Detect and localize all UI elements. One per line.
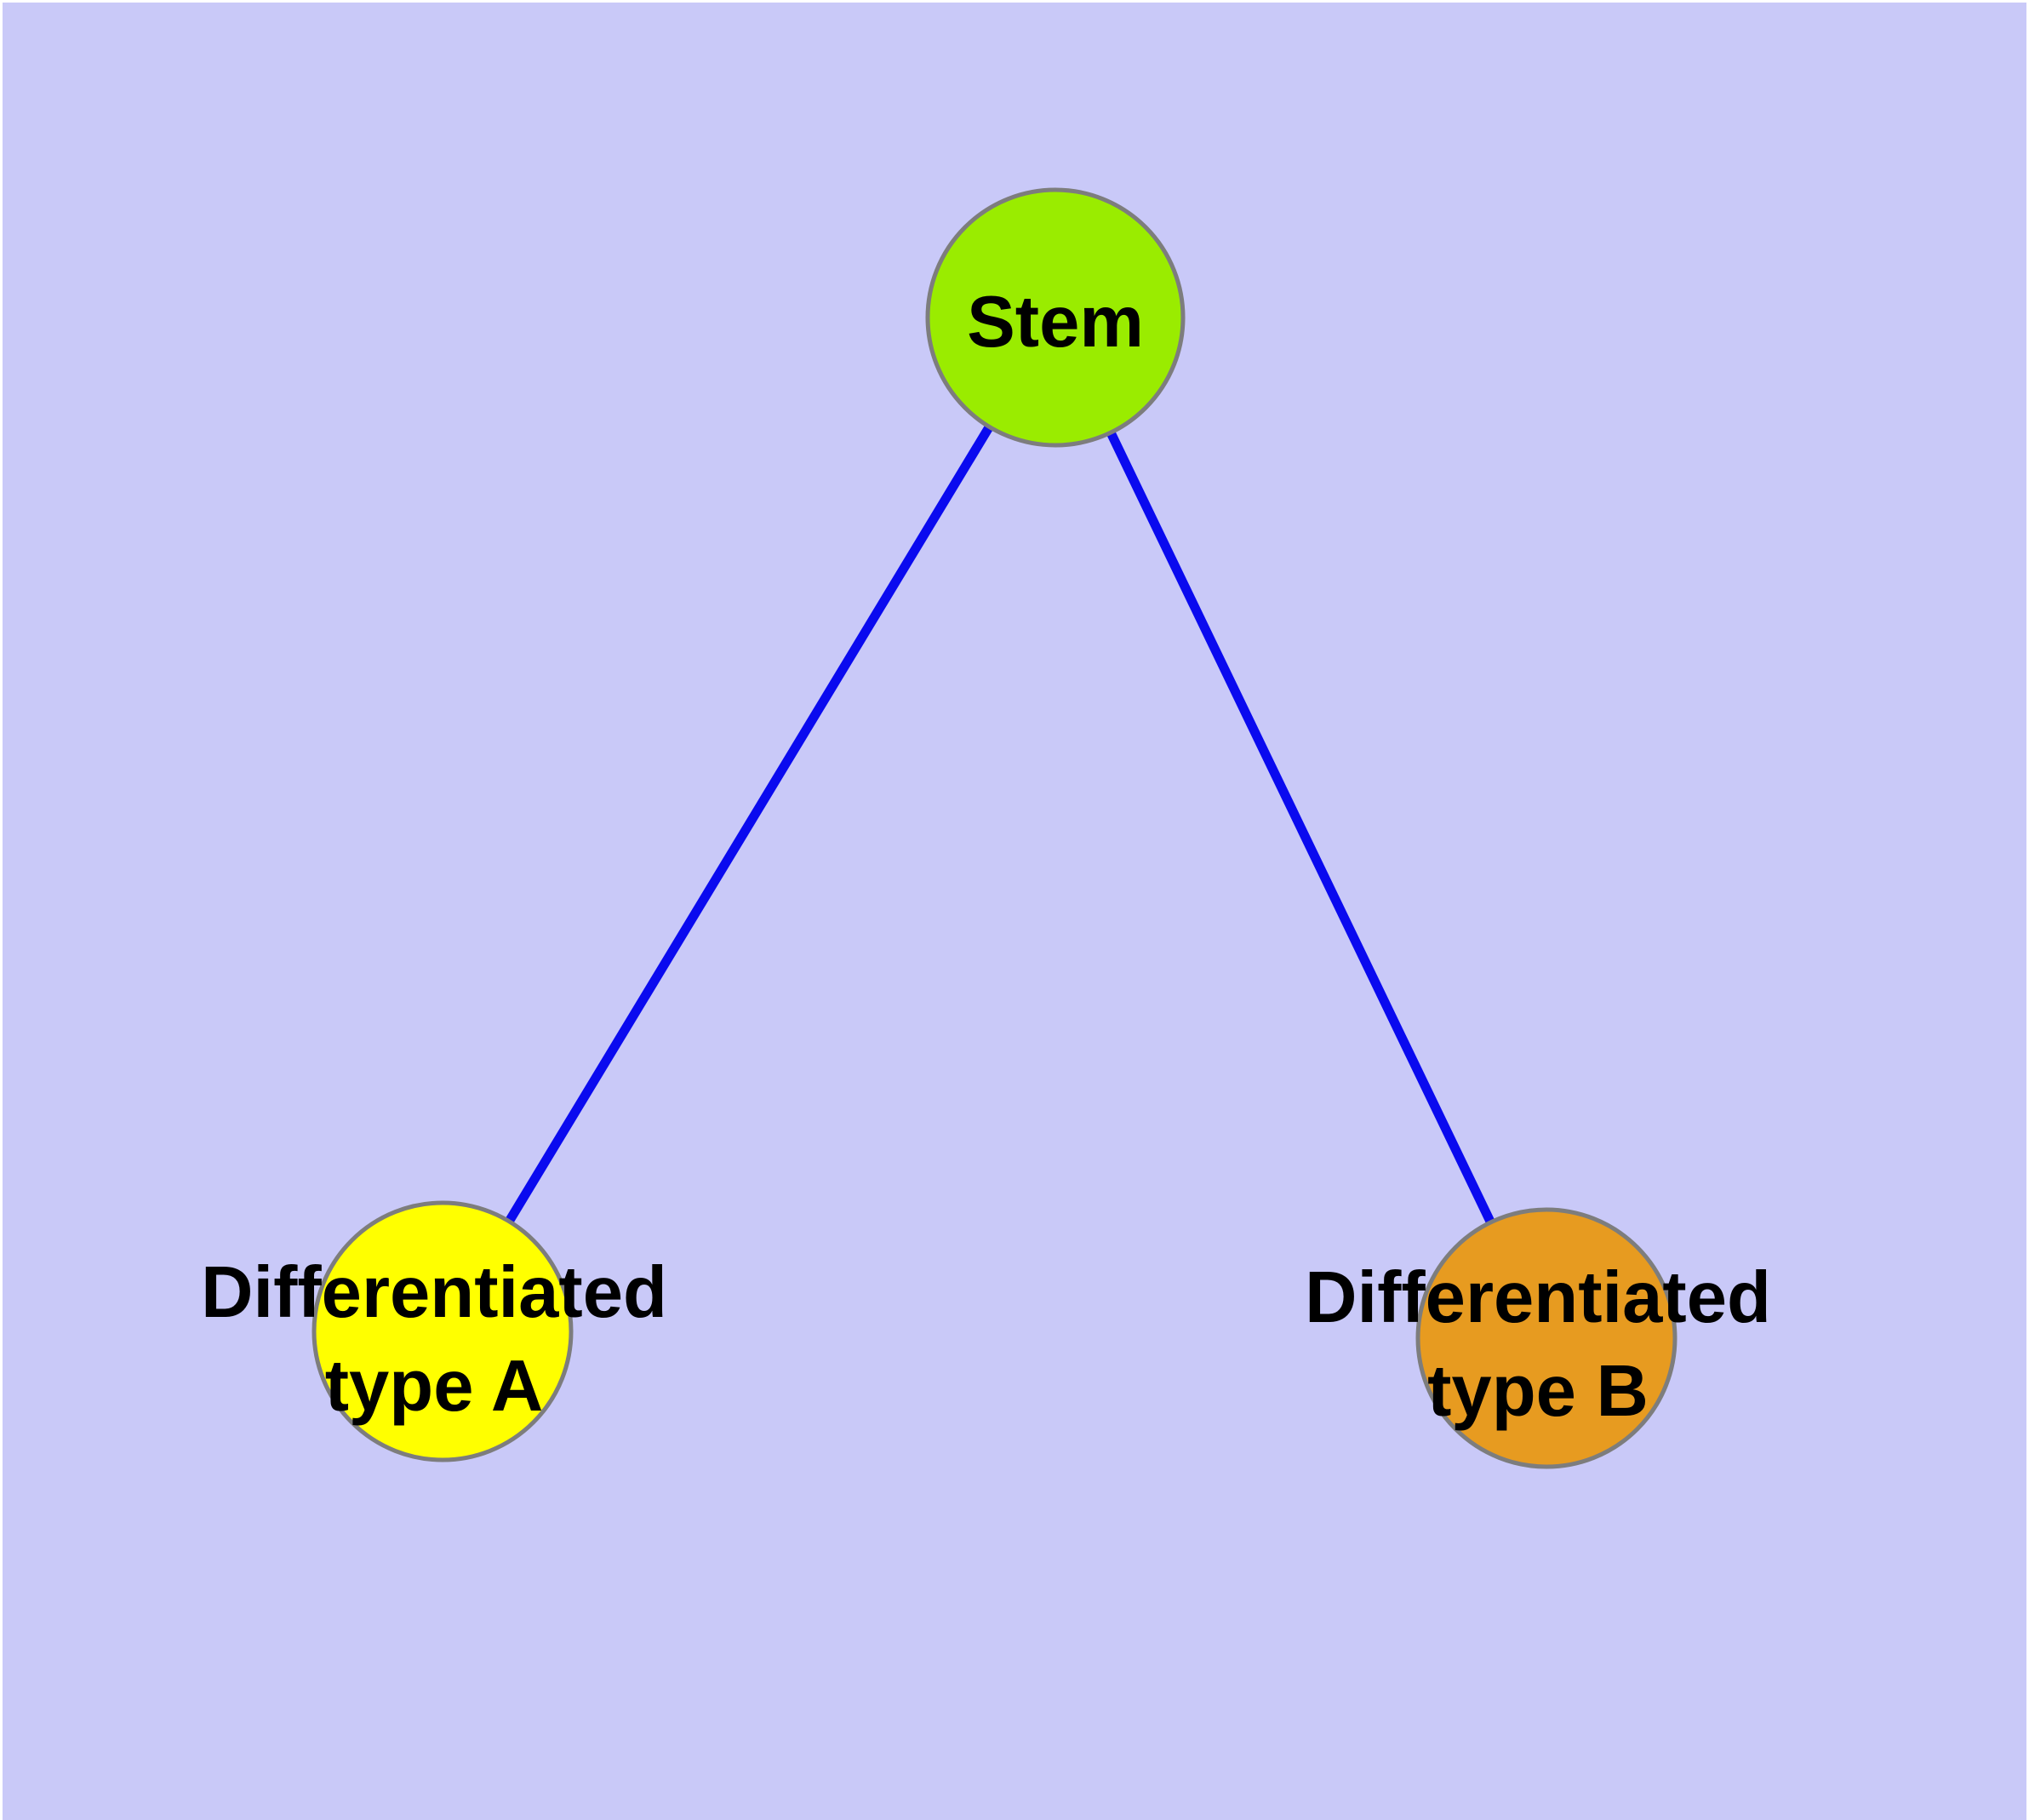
- node-stem-label: Stem: [967, 282, 1144, 363]
- node-differentiated-type-a[interactable]: [311, 1200, 574, 1462]
- edge-stem-to-type-b: [1051, 315, 1551, 1341]
- node-stem[interactable]: [925, 187, 1186, 448]
- node-type-b-label-line1: Differentiated: [1305, 1257, 1771, 1338]
- node-type-a-label-line2: type A: [325, 1346, 544, 1427]
- node-differentiated-type-b[interactable]: [1415, 1207, 1677, 1469]
- node-type-a-label-line1: Differentiated: [201, 1252, 667, 1333]
- edge-stem-to-type-a: [438, 315, 1060, 1334]
- node-type-b-label-line2: type B: [1427, 1351, 1649, 1432]
